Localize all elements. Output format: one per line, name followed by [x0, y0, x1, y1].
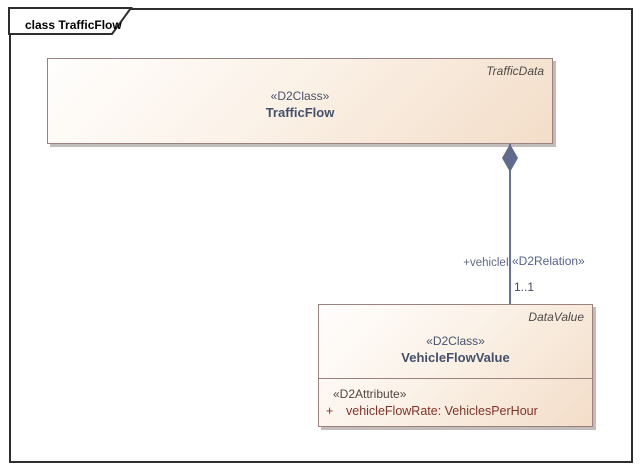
attribute-stereotype: «D2Attribute» — [333, 387, 407, 401]
name-compartment: DataValue «D2Class» VehicleFlowValue — [319, 305, 592, 379]
class-stereotype: «D2Class» — [270, 89, 330, 103]
class-name: VehicleFlowValue — [401, 350, 510, 365]
frame-tab-shape — [8, 7, 133, 35]
connector-role-label: +vehicleI — [463, 257, 509, 269]
attributes-compartment: «D2Attribute» + vehicleFlowRate: Vehicle… — [319, 380, 592, 426]
namespace-label: DataValue — [528, 310, 584, 324]
class-stereotype: «D2Class» — [426, 334, 485, 348]
attribute-signature: vehicleFlowRate: VehiclesPerHour — [346, 404, 538, 418]
class-name: TrafficFlow — [265, 105, 335, 120]
frame-tab-label: class TrafficFlow — [25, 18, 122, 32]
namespace-label: TrafficData — [486, 64, 544, 78]
class-box-vehicleflowvalue[interactable]: DataValue «D2Class» VehicleFlowValue «D2… — [318, 304, 593, 427]
class-name-block: «D2Class» TrafficFlow — [48, 88, 552, 121]
connector-stereotype-label: «D2Relation» — [512, 254, 585, 268]
class-box-trafficflow[interactable]: TrafficData «D2Class» TrafficFlow — [47, 58, 553, 144]
class-name-block: «D2Class» VehicleFlowValue — [319, 333, 592, 366]
attribute-visibility: + — [326, 404, 334, 418]
composition-diamond-icon[interactable] — [502, 144, 518, 172]
connector-line[interactable] — [509, 144, 511, 305]
diagram-frame-tab: class TrafficFlow — [8, 7, 142, 36]
connector-multiplicity-label: 1..1 — [514, 280, 535, 294]
